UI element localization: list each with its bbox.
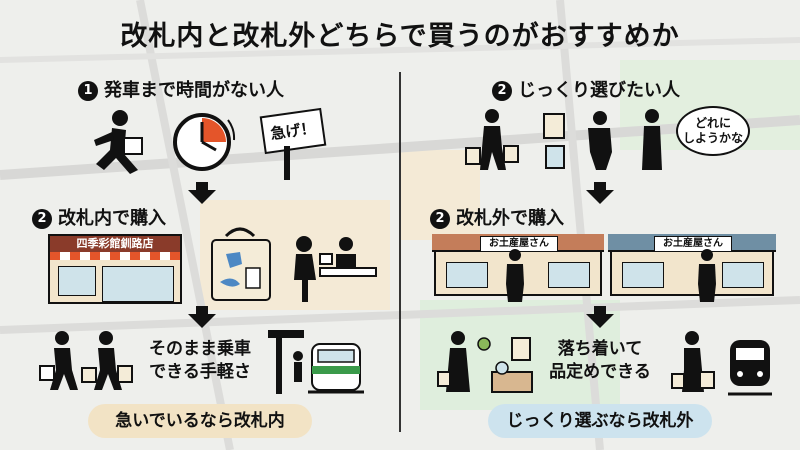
left-step2-heading: 2 改札内で購入 bbox=[32, 204, 166, 230]
center-divider bbox=[399, 72, 401, 432]
walking-people-icon bbox=[39, 331, 133, 390]
shop-window bbox=[446, 262, 488, 288]
shopper-icon bbox=[506, 249, 524, 302]
platform-train-icon bbox=[268, 330, 364, 394]
right-result-text: 落ち着いて 品定めできる bbox=[549, 339, 651, 382]
right-step2-label: 改札外で購入 bbox=[456, 208, 564, 229]
running-person-icon bbox=[94, 110, 143, 174]
sign-post bbox=[284, 146, 290, 180]
hurry-sign-text: 急げ！ bbox=[269, 118, 317, 144]
shopping-bag-icon bbox=[211, 227, 271, 301]
shop-name-sign: 四季彩館釧路店 bbox=[50, 236, 180, 252]
souvenir-shop-2: お土産屋さん bbox=[608, 234, 776, 296]
step-number: 2 bbox=[32, 209, 52, 229]
step-number: 2 bbox=[492, 81, 512, 101]
left-step1-label: 発車まで時間がない人 bbox=[104, 80, 284, 101]
shop-awning bbox=[50, 252, 180, 260]
arrow-down-icon bbox=[586, 306, 614, 328]
shop-window bbox=[722, 262, 764, 288]
step-number: 2 bbox=[430, 209, 450, 229]
shopper-icon bbox=[698, 249, 716, 302]
shop-window bbox=[58, 266, 96, 296]
thought-bubble: どれに しようかな bbox=[676, 106, 750, 156]
right-step1-heading: 2 じっくり選びたい人 bbox=[492, 76, 680, 102]
left-conclusion-pill: 急いでいるなら改札内 bbox=[88, 404, 312, 438]
cashier-counter-icon bbox=[294, 236, 377, 302]
left-result-text: そのまま乗車 できる手軽さ bbox=[149, 339, 251, 382]
shop-window bbox=[622, 262, 664, 288]
step-number: 1 bbox=[78, 81, 98, 101]
clock-icon bbox=[173, 113, 236, 171]
right-step1-label: じっくり選びたい人 bbox=[518, 80, 680, 101]
right-step2-heading: 2 改札外で購入 bbox=[430, 204, 564, 230]
right-conclusion-pill: じっくり選ぶなら改札外 bbox=[488, 404, 712, 438]
traveler-train-icon bbox=[671, 331, 772, 396]
choosing-goods-icon bbox=[437, 331, 533, 393]
left-step2-label: 改札内で購入 bbox=[58, 208, 166, 229]
left-step1-heading: 1 発車まで時間がない人 bbox=[78, 76, 284, 102]
shop-storefront: 四季彩館釧路店 bbox=[48, 234, 182, 304]
shop-window bbox=[548, 262, 590, 288]
shop-window bbox=[102, 266, 174, 302]
browsing-people-icon bbox=[465, 109, 662, 170]
shop-sign: お土産屋さん bbox=[654, 236, 732, 252]
arrow-down-icon bbox=[586, 182, 614, 204]
page-title: 改札内と改札外どちらで買うのがおすすめか bbox=[120, 21, 680, 52]
arrow-down-icon bbox=[188, 182, 216, 204]
arrow-down-icon bbox=[188, 306, 216, 328]
